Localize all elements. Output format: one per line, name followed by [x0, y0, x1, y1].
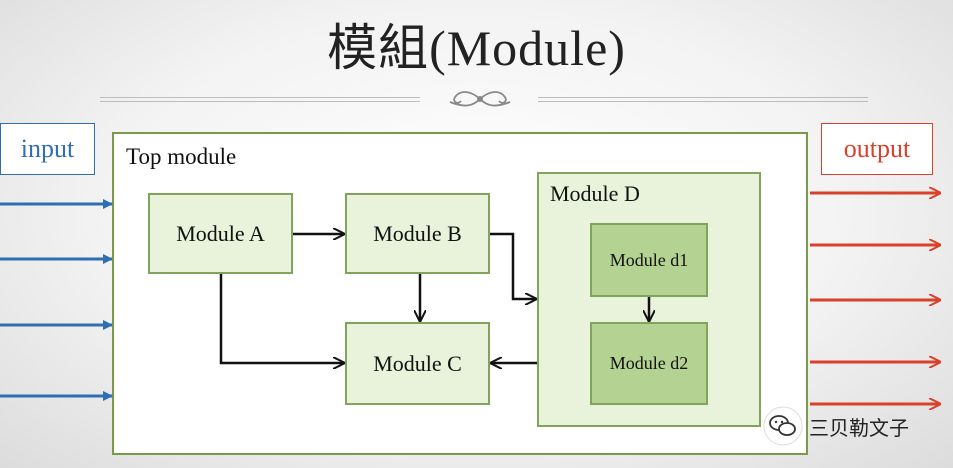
internal-arrows	[219, 232, 649, 363]
module-d-label: Module D	[550, 181, 640, 206]
module-d1: Module d1	[590, 223, 708, 297]
divider-right	[538, 97, 868, 102]
output-label: output	[821, 123, 933, 175]
input-arrows	[0, 199, 113, 401]
module-a: Module A	[148, 193, 293, 274]
wechat-icon	[763, 406, 803, 446]
top-module-label: Top module	[126, 144, 237, 169]
watermark-text: 三贝勒文子	[809, 415, 909, 440]
module-c: Module C	[345, 322, 490, 405]
divider-left	[100, 97, 420, 102]
module-b: Module B	[345, 193, 490, 274]
module-d2: Module d2	[590, 322, 708, 405]
arrow-a-to-c	[219, 274, 344, 363]
flourish-ornament-icon	[449, 91, 511, 107]
slide-title: 模組(Module)	[327, 20, 626, 76]
watermark: 三贝勒文子	[763, 406, 909, 446]
output-arrows	[810, 193, 940, 404]
input-label: input	[0, 123, 95, 175]
arrow-b-to-d	[490, 232, 536, 299]
